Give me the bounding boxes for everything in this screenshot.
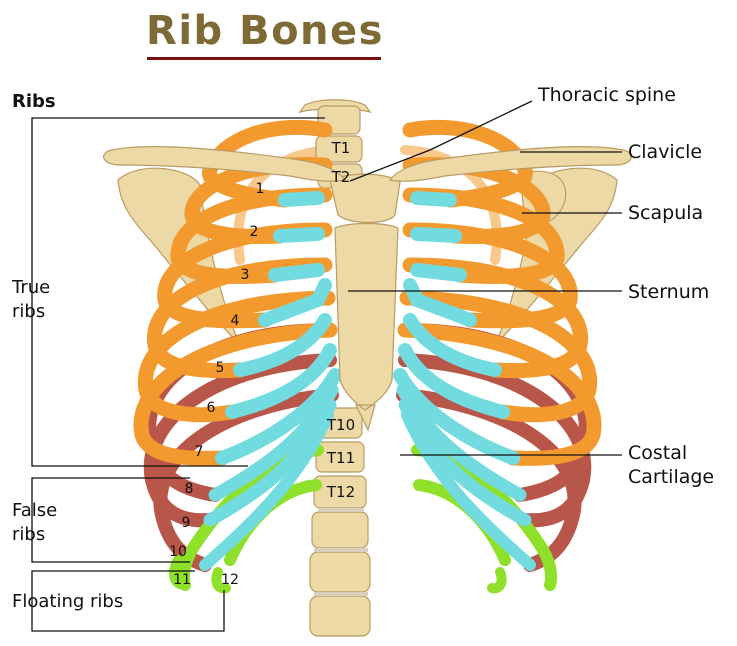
rib-number-10: 10 (169, 544, 187, 560)
right-clavicle (388, 146, 632, 182)
rib-number-9: 9 (182, 515, 191, 531)
page-title: Rib Bones (146, 8, 384, 54)
rib-number-3: 3 (241, 267, 250, 283)
vertebra-label-t10: T10 (326, 416, 355, 434)
label-true-ribs-line-1: True (12, 277, 51, 298)
rib-number-7: 7 (195, 444, 204, 460)
vertebra-label-t11: T11 (326, 449, 355, 467)
label-cartilage-line-2: Cartilage (628, 466, 715, 488)
label-true-ribs-line-2: ribs (12, 301, 46, 322)
label-scapula: Scapula (628, 202, 704, 224)
rib-number-8: 8 (185, 481, 194, 497)
rib-number-2: 2 (250, 224, 259, 240)
sternum (329, 173, 401, 432)
leader-lines (348, 100, 622, 456)
left-true-ribs (133, 119, 338, 466)
bracket-true-ribs (31, 117, 325, 467)
label-costal-line-1: Costal (628, 442, 688, 464)
right-true-ribs (397, 119, 602, 466)
label-floating-ribs: Floating ribs (12, 591, 124, 612)
vertebra-label-t2: T2 (331, 168, 351, 186)
left-clavicle (103, 146, 347, 182)
bracket-floating-ribs (31, 570, 225, 632)
rib-number-12: 12 (221, 572, 239, 588)
label-clavicle: Clavicle (628, 141, 703, 163)
label-false-ribs-line-1: False (12, 500, 58, 521)
rib-number-5: 5 (216, 360, 225, 376)
rib-number-4: 4 (231, 313, 240, 329)
rib-number-1: 1 (256, 181, 265, 197)
costal-cartilage (199, 191, 536, 571)
vertebra-label-t12: T12 (326, 483, 355, 501)
vertebra-label-t1: T1 (331, 139, 351, 157)
ribs-heading: Ribs (12, 91, 56, 112)
label-false-ribs-line-2: ribs (12, 524, 46, 545)
title-underline (147, 57, 381, 60)
bracket-false-ribs (31, 477, 190, 563)
label-thoracic-spine: Thoracic spine (538, 84, 676, 106)
label-sternum: Sternum (628, 281, 710, 303)
rib-number-6: 6 (207, 400, 216, 416)
rib-number-11: 11 (173, 572, 191, 588)
